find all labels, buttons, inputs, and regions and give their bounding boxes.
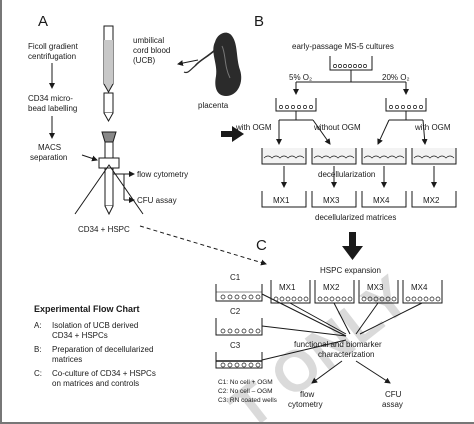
legend-b-line-1: Preparation of decellularized <box>52 345 153 354</box>
ficoll-label-2: centrifugation <box>28 52 76 61</box>
panel-c-label: C <box>256 237 267 254</box>
without-ogm-label: without OGM <box>313 123 361 132</box>
panel-b-title: early-passage MS-5 cultures <box>292 42 394 51</box>
ms5-culture-dish <box>329 56 373 71</box>
arrow-a-to-b <box>221 126 244 142</box>
legend-key-c: C: <box>34 369 42 378</box>
cd34-label-1: CD34 micro- <box>28 94 73 103</box>
cd34-hspc-label: CD34 + HSPC <box>78 225 130 234</box>
cfu-assay-label: CFU assay <box>137 196 177 205</box>
control-c1-well <box>215 284 263 302</box>
frame-left-border <box>0 0 2 424</box>
ucb-label-2: cord blood <box>133 46 170 55</box>
placenta-label: placenta <box>198 101 229 110</box>
mx3-label-b: MX3 <box>323 196 340 205</box>
o2-20-label: 20% O₂ <box>382 73 410 82</box>
legend-key-b: B: <box>34 345 42 354</box>
arrow-b-to-c <box>342 232 363 260</box>
mx1-label-c: MX1 <box>279 283 296 292</box>
frame-bottom-border <box>0 422 474 424</box>
mx2-label-b: MX2 <box>423 196 440 205</box>
o2-5-label: 5% O₂ <box>289 73 312 82</box>
flow-cytometry-label: flow cytometry <box>137 170 188 179</box>
hspc-expansion-label: HSPC expansion <box>320 266 381 275</box>
matrix-dish-row <box>261 191 457 208</box>
control-note-3: C3: RN coated wells <box>218 397 278 404</box>
with-ogm-right-label: with OGM <box>414 123 451 132</box>
convergence-lines <box>261 293 423 361</box>
legend-a-line-2: CD34 + HSPCs <box>52 331 108 340</box>
mx4-label-b: MX4 <box>373 196 390 205</box>
ucb-label-1: umbilical <box>133 36 164 45</box>
legend-title: Experimental Flow Chart <box>34 304 140 314</box>
panel-b-label: B <box>254 13 264 30</box>
panel-a-label: A <box>38 13 48 30</box>
with-ogm-left-label: with OGM <box>235 123 272 132</box>
legend-key-a: A: <box>34 321 42 330</box>
labelling-tube <box>103 92 114 123</box>
macs-column <box>98 131 120 216</box>
control-note-2: C2: No cell – OGM <box>218 388 273 395</box>
flow-label-c: flow <box>300 390 314 399</box>
legend-a-line-1: Isolation of UCB derived <box>52 321 138 330</box>
cd34-label-2: bead labelling <box>28 104 77 113</box>
control-note-1: C1: No cell + OGM <box>218 379 273 386</box>
characterization-label-2: characterization <box>318 350 374 359</box>
legend-c-line-2: on matrices and controls <box>52 379 139 388</box>
mx3-label-c: MX3 <box>367 283 384 292</box>
control-c2-well <box>215 318 263 336</box>
ficoll-label-1: Ficoll gradient <box>28 42 79 51</box>
assay-label-c: assay <box>382 400 403 409</box>
dish-20-percent <box>385 98 427 112</box>
control-c3-label: C3 <box>230 341 241 350</box>
cfu-label-c: CFU <box>385 390 402 399</box>
decellularization-label: decellularization <box>318 170 375 179</box>
mx1-label-b: MX1 <box>273 196 290 205</box>
characterization-label-1: functional and biomarker <box>294 340 382 349</box>
placenta-icon <box>183 32 242 96</box>
cytometry-label-c: cytometry <box>288 400 323 409</box>
dish-5-percent <box>275 98 317 112</box>
macs-label-2: separation <box>30 153 67 162</box>
mx2-label-c: MX2 <box>323 283 340 292</box>
ucb-label-3: (UCB) <box>133 56 156 65</box>
macs-label-1: MACS <box>38 143 61 152</box>
culture-dish-row <box>261 148 457 165</box>
legend-b-line-2: matrices <box>52 355 82 364</box>
ucb-tube <box>103 25 114 94</box>
control-c1-label: C1 <box>230 273 241 282</box>
control-c2-label: C2 <box>230 307 241 316</box>
decellularized-matrices-label: decellularized matrices <box>315 213 396 222</box>
legend-c-line-1: Co-culture of CD34 + HSPCs <box>52 369 156 378</box>
mx4-label-c: MX4 <box>411 283 428 292</box>
